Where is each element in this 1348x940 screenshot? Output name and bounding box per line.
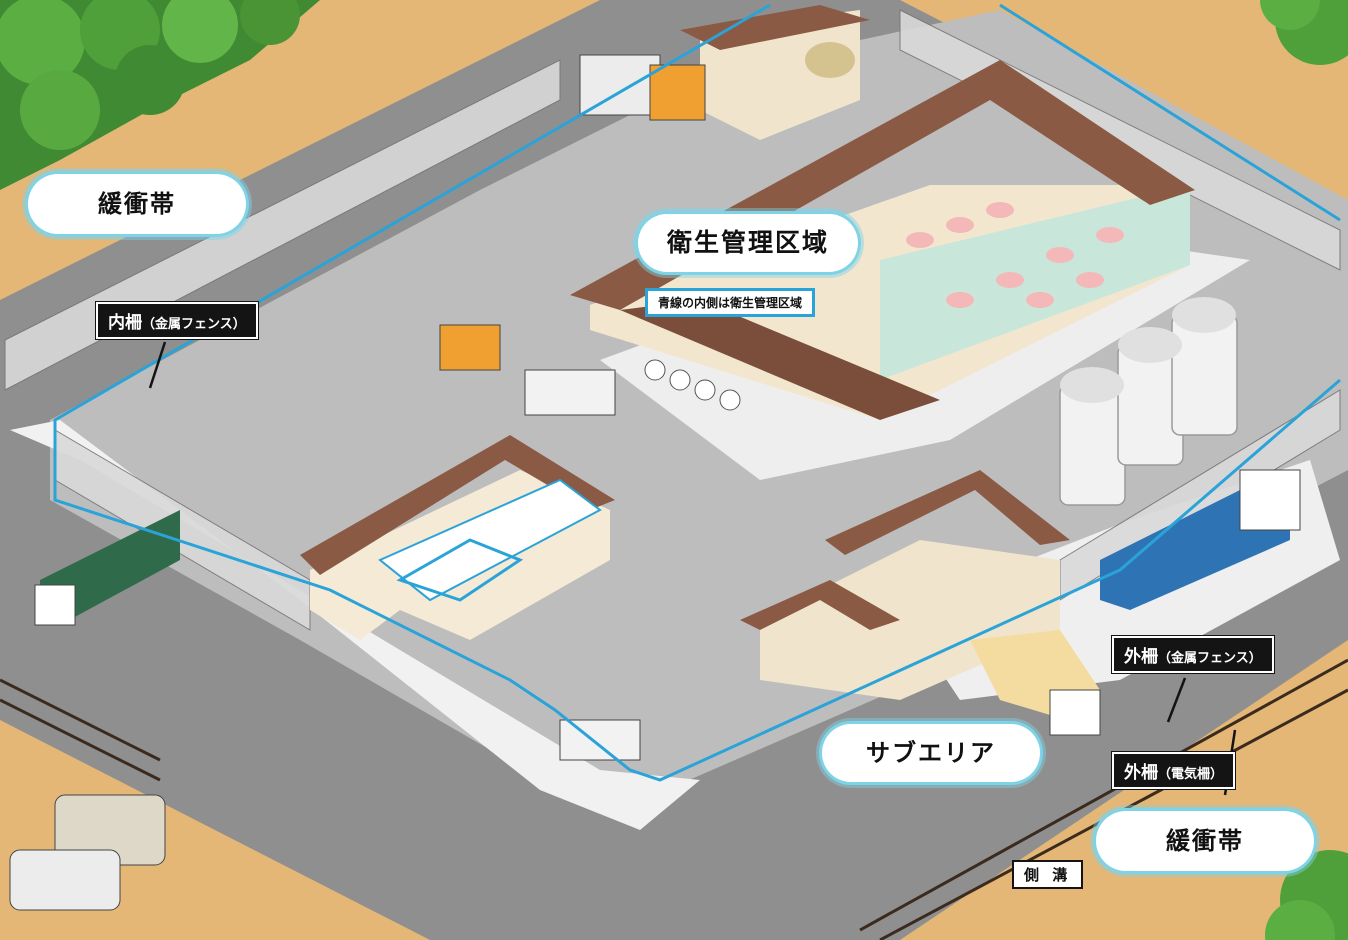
forest-top-right: [1260, 0, 1348, 65]
office-boundary-line: [396, 538, 524, 602]
outer-fence-electric: [0, 658, 1348, 940]
office-building: [300, 435, 615, 640]
hygiene-area-label: 衛生管理区域: [642, 218, 854, 268]
forest-top-left: [0, 0, 320, 190]
feed-silos: [1059, 297, 1238, 506]
vehicles: [9, 54, 1301, 911]
buffer-zone-label-top: 緩衝帯: [32, 178, 242, 230]
side-ditch-label: 側 溝: [1012, 860, 1084, 889]
hygiene-area-note: 青線の内側は衛生管理区域: [645, 288, 816, 317]
forest-bottom-right: [1265, 850, 1348, 940]
sub-area-label: サブエリア: [826, 728, 1036, 778]
inner-fence-label: 内柵（金属フェンス）: [95, 301, 259, 340]
outer-fence-metal-label: 外柵（金属フェンス）: [1111, 635, 1275, 674]
outer-fence-electric-detail: （電気柵）: [1158, 767, 1224, 782]
outer-fence-metal-detail: （金属フェンス）: [1158, 651, 1262, 666]
buffer-zone-label-bottom: 緩衝帯: [1100, 815, 1310, 867]
outer-fence-electric-text: 外柵: [1124, 763, 1158, 783]
outer-fence-metal-text: 外柵: [1124, 647, 1158, 667]
hygiene-boundary-line: [53, 3, 1341, 782]
storage-shed: [680, 5, 870, 140]
inner-fence-detail: （金属フェンス）: [142, 317, 246, 332]
outer-fence-electric-label: 外柵（電気柵）: [1110, 751, 1237, 790]
inner-fence-text: 内柵: [108, 313, 142, 333]
